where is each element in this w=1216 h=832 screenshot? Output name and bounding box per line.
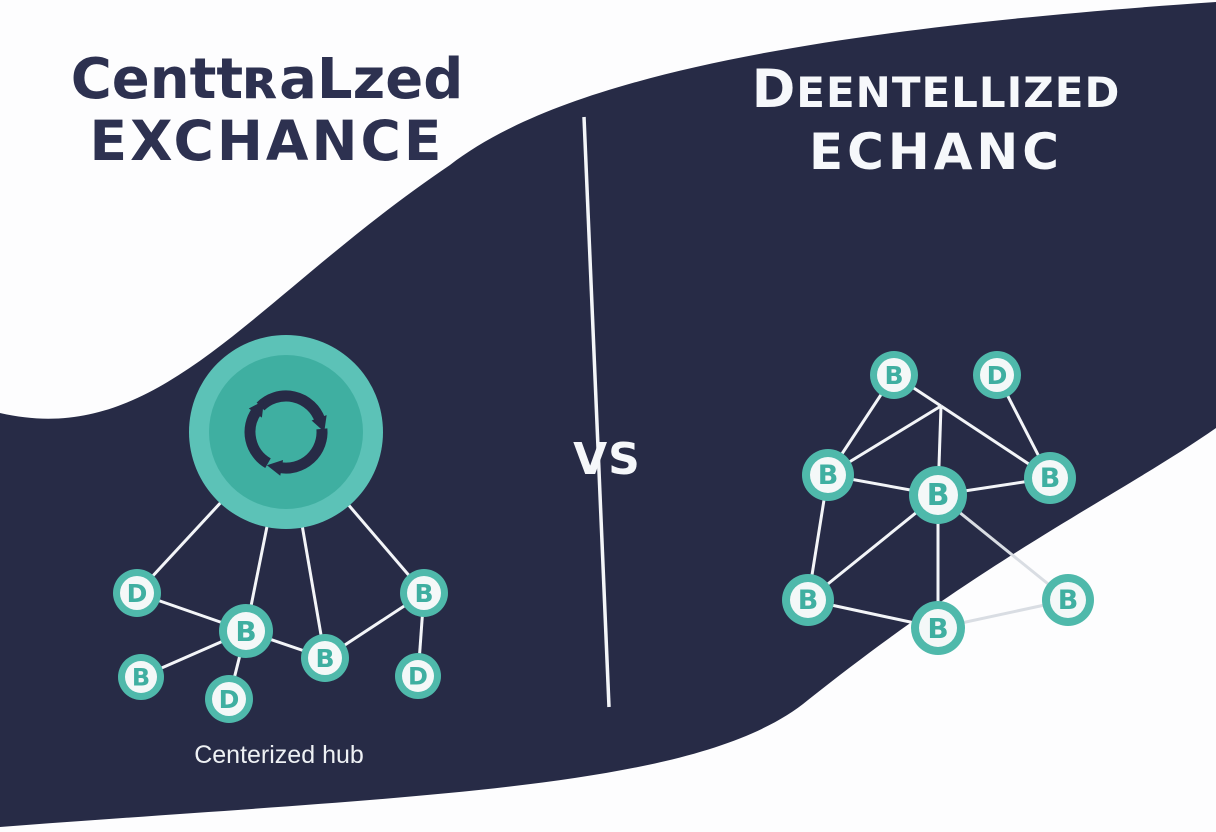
coin-letter: B <box>1040 463 1061 494</box>
coin-letter: B <box>884 361 903 390</box>
coin-face <box>212 682 246 716</box>
coin-node-b: B <box>1042 574 1094 626</box>
hub-caption: Centerized hub <box>194 741 364 769</box>
coin-letter: D <box>127 579 148 608</box>
coin-face <box>877 358 911 392</box>
coin-face <box>125 661 157 693</box>
coin-face <box>407 576 441 610</box>
left-title-line1: CenttʀaLzed <box>70 47 464 112</box>
vs-label: VS <box>573 434 641 485</box>
coin-node-b: B <box>1024 452 1076 504</box>
coin-face <box>1032 460 1068 496</box>
coin-node-d: D <box>113 569 161 617</box>
coin-face <box>918 475 958 515</box>
coin-letter: D <box>408 662 428 690</box>
coin-node-d: D <box>205 675 253 723</box>
coin-node-b: B <box>118 654 164 700</box>
coin-letter: B <box>818 460 839 491</box>
coin-letter: B <box>315 644 334 673</box>
coin-node-b: B <box>400 569 448 617</box>
right-title: DEENTELLIZED ECHANC <box>706 64 1166 177</box>
coin-letter: B <box>927 612 948 645</box>
cycle-arrows-icon <box>244 390 328 476</box>
central-hub <box>189 335 383 529</box>
coin-face <box>1050 582 1086 618</box>
coin-face <box>227 612 265 650</box>
coin-node-b: B <box>802 449 854 501</box>
coin-face <box>120 576 154 610</box>
coin-face <box>919 609 957 647</box>
coin-face <box>980 358 1014 392</box>
coin-node-b: B <box>870 351 918 399</box>
coin-letter: D <box>219 685 240 714</box>
coin-node-b: B <box>909 466 967 524</box>
left-title: CenttʀaLzed EXCHANCE <box>38 52 496 169</box>
coin-letter: B <box>414 579 433 608</box>
coin-face <box>810 457 846 493</box>
coin-letter: B <box>132 663 150 691</box>
coin-face <box>402 660 434 692</box>
coin-face <box>790 582 826 618</box>
coin-node-d: D <box>973 351 1021 399</box>
coin-node-b: B <box>782 574 834 626</box>
coin-letter: B <box>235 615 256 648</box>
coin-node-b: B <box>911 601 965 655</box>
coin-node-b: B <box>301 634 349 682</box>
coin-letter: B <box>1058 585 1079 616</box>
coin-letter: D <box>987 361 1008 390</box>
left-title-line2: EXCHANCE <box>89 109 445 173</box>
coin-node-b: B <box>219 604 273 658</box>
right-title-line2: ECHANC <box>809 122 1063 181</box>
right-title-line1: DEENTELLIZED <box>751 59 1121 120</box>
coin-letter: B <box>798 585 819 616</box>
coin-node-d: D <box>395 653 441 699</box>
coin-face <box>308 641 342 675</box>
hub-inner-disc <box>209 355 363 509</box>
divider-line <box>582 116 611 708</box>
coin-letter: B <box>927 478 950 513</box>
